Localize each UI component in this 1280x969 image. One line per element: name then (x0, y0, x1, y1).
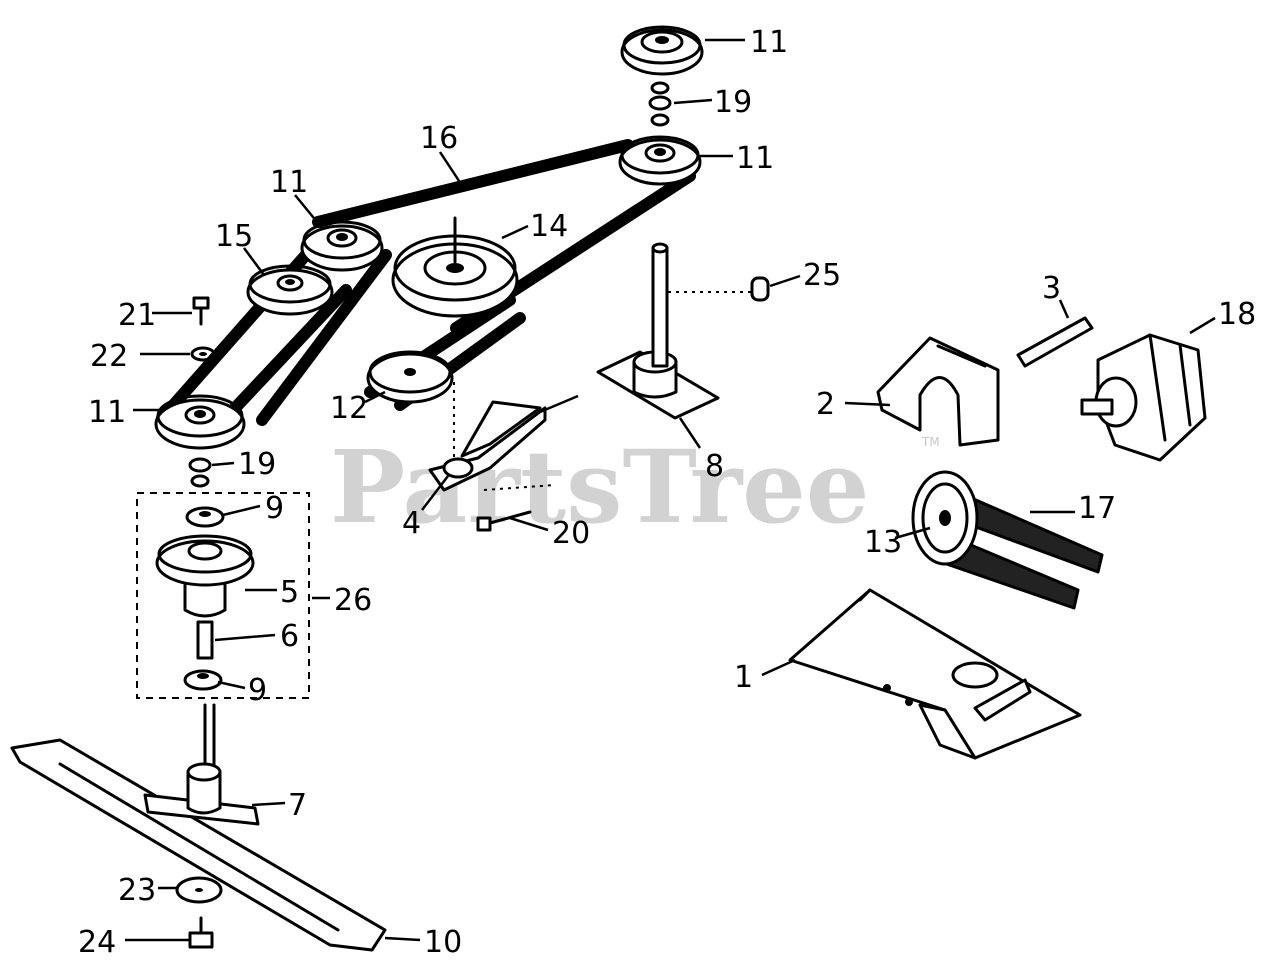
pulley-13 (911, 470, 979, 566)
spacers-19-lower (188, 457, 212, 488)
callout-26: 26 (334, 583, 372, 618)
callout-11-top: 11 (750, 25, 788, 60)
pulley-11-top (620, 25, 704, 76)
bolt-20 (476, 510, 532, 532)
callout-5: 5 (280, 575, 299, 610)
callout-25: 25 (803, 258, 841, 293)
callout-19-lower: 19 (238, 447, 276, 482)
spindle-8 (596, 242, 720, 420)
callout-11-upper-left: 11 (270, 165, 308, 200)
callout-21: 21 (118, 298, 156, 333)
deck-plate-1 (788, 588, 1082, 760)
callout-8: 8 (705, 449, 724, 484)
callout-13: 13 (864, 525, 902, 560)
idler-bracket-4 (428, 382, 579, 492)
callout-6: 6 (280, 619, 299, 654)
callout-2: 2 (816, 387, 835, 422)
pulley-14 (391, 216, 519, 318)
bearing-9-bottom (183, 669, 223, 691)
belt-guard-2 (876, 336, 1000, 447)
callout-16: 16 (420, 121, 458, 156)
callout-23: 23 (118, 873, 156, 908)
blade-10 (10, 738, 387, 952)
callout-24: 24 (78, 925, 116, 960)
callout-4: 4 (402, 506, 421, 541)
gearbox-18 (1080, 333, 1207, 462)
callout-10: 10 (424, 925, 462, 960)
washer-22 (190, 346, 216, 362)
callout-1: 1 (734, 660, 753, 695)
key-25 (750, 276, 770, 302)
washer-23 (175, 876, 223, 904)
bracket-3 (1016, 316, 1094, 368)
leader-lines (125, 38, 1216, 942)
watermark-trademark: TM (921, 435, 940, 449)
callout-11-right: 11 (736, 141, 774, 176)
callout-14: 14 (530, 209, 568, 244)
pulley-11-lower-left (154, 394, 246, 450)
spacer-6 (196, 620, 214, 660)
callout-17: 17 (1078, 491, 1116, 526)
watermark: PartsTree (330, 428, 870, 546)
pulley-11-upper-left (300, 220, 384, 272)
callout-3: 3 (1042, 271, 1061, 306)
callout-18: 18 (1218, 297, 1256, 332)
bolt-24 (188, 916, 214, 949)
spacers-19-top (648, 81, 672, 127)
callout-12: 12 (330, 391, 368, 426)
blade-spindle-7 (143, 703, 260, 826)
callout-9-top: 9 (265, 491, 284, 526)
callout-22: 22 (90, 339, 128, 374)
pulley-12 (366, 350, 454, 404)
callout-11-lower-left: 11 (88, 395, 126, 430)
callout-7: 7 (288, 788, 307, 823)
callout-labels: 11 19 11 16 11 14 15 21 22 11 12 25 3 18… (78, 25, 1256, 960)
callout-9-bottom: 9 (248, 673, 267, 708)
callout-15: 15 (215, 219, 253, 254)
bearing-9-top (185, 506, 225, 528)
bolt-21 (192, 296, 210, 326)
pulley-11-right (618, 135, 702, 186)
spindle-housing-5 (155, 534, 255, 618)
callout-20: 20 (552, 516, 590, 551)
pulley-15 (246, 264, 334, 316)
spindle-assembly-26-box (136, 492, 310, 699)
callout-19-top: 19 (714, 85, 752, 120)
